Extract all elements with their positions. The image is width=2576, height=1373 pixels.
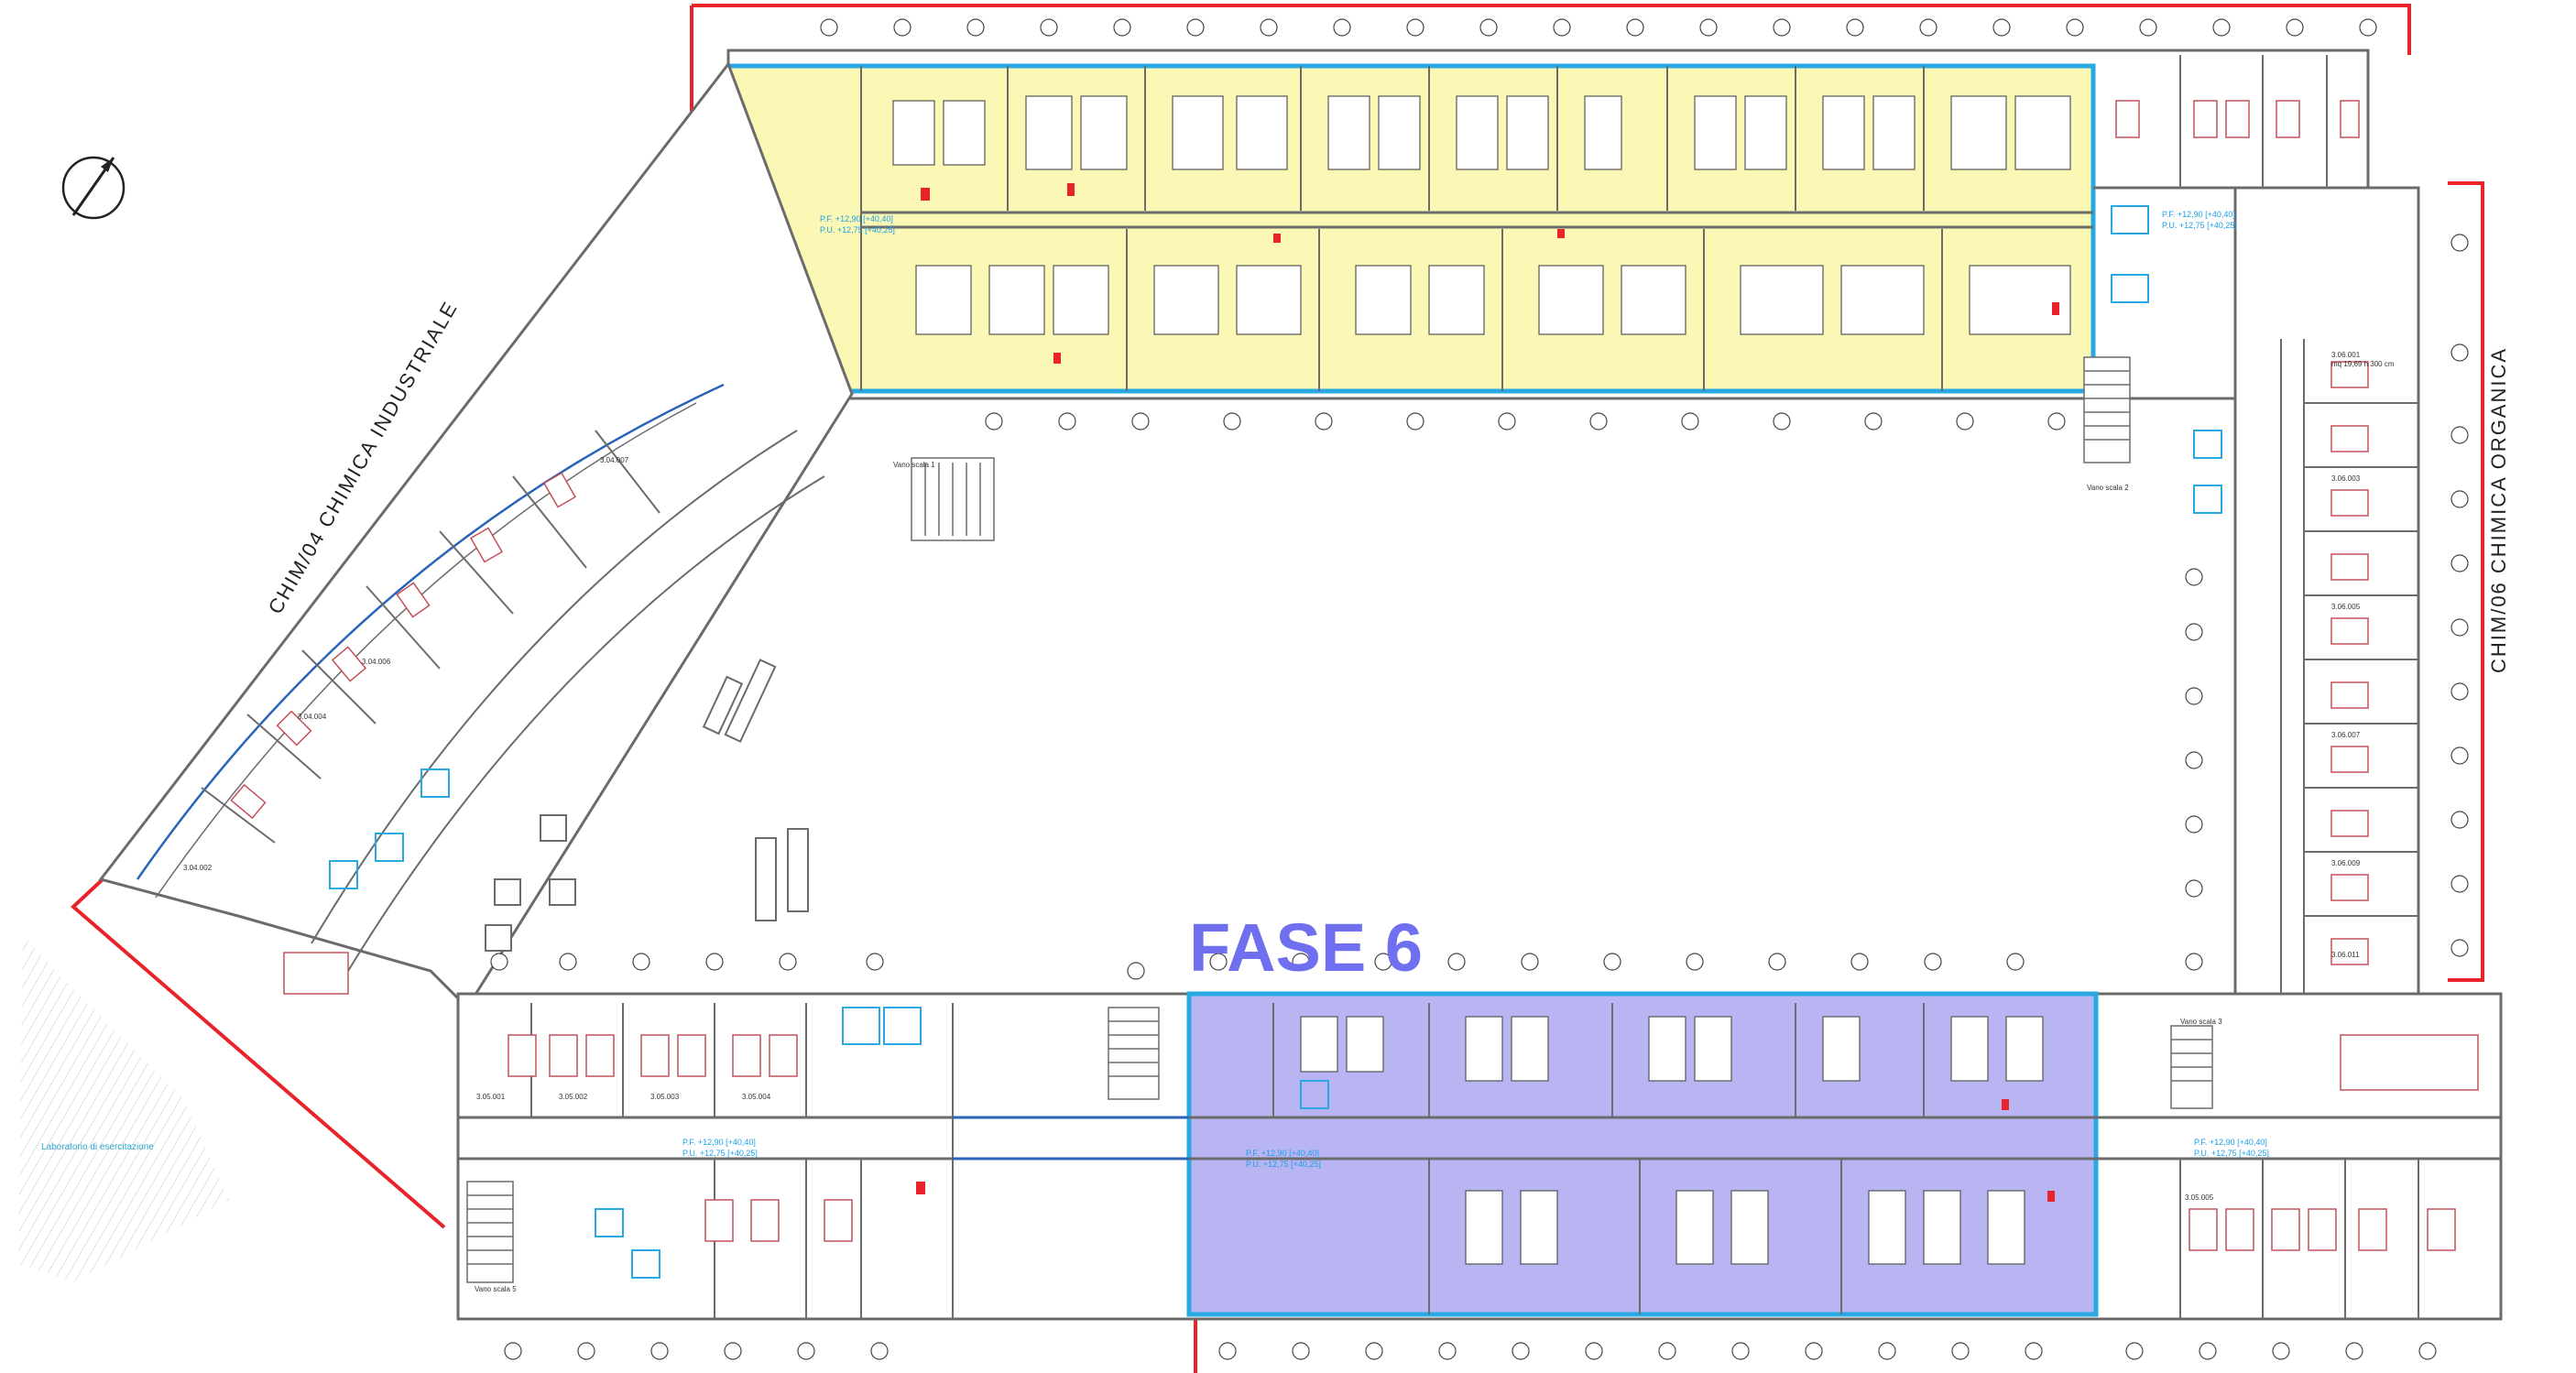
red-boundary-top (692, 4, 2411, 55)
dept-label-right: CHIM/06 CHIMICA ORGANICA (2487, 347, 2510, 673)
stair-1-label: Vano scala 1 (893, 461, 935, 469)
pf-bottom-fase: P.F. +12,90 [+40,40] (1246, 1149, 1319, 1158)
room-label: 3.05.004 (742, 1093, 771, 1101)
pu-top-left: P.U. +12,75 [+40,25] (820, 225, 895, 234)
stair-2-label: Vano scala 2 (2087, 484, 2129, 492)
room-area: mq 19,69 h 300 cm (2331, 360, 2395, 368)
stair-3-label: Vano scala 3 (2180, 1018, 2222, 1026)
red-boundary-right (2448, 181, 2484, 982)
pf-mid-left: P.F. +12,90 [+40,40] (682, 1138, 756, 1147)
fase-label: FASE 6 (1189, 910, 1423, 986)
pf-top-right: P.F. +12,90 [+40,40] (2162, 210, 2235, 219)
room-label: 3.06.009 (2331, 859, 2361, 867)
pu-mid-left: P.U. +12,75 [+40,25] (682, 1149, 758, 1158)
room-label: 3.06.007 (2331, 731, 2361, 739)
bottom-wing (456, 991, 2503, 1321)
top-wing (726, 49, 2401, 400)
pu-bottom-right: P.U. +12,75 [+40,25] (2194, 1149, 2269, 1158)
room-label: 3.04.004 (298, 713, 327, 721)
room-label: 3.06.001 (2331, 351, 2361, 359)
room-label: 3.04.007 (600, 456, 629, 464)
room-label: 3.06.011 (2331, 951, 2360, 959)
axis-markers-top (490, 18, 2469, 1360)
room-label: 3.05.003 (650, 1093, 680, 1101)
pf-top-left: P.F. +12,90 [+40,40] (820, 214, 893, 223)
room-label: 3.06.003 (2331, 474, 2361, 483)
stair-5-label: Vano scala 5 (475, 1285, 517, 1293)
left-wing (98, 60, 995, 1010)
pu-bottom-fase: P.U. +12,75 [+40,25] (1246, 1160, 1321, 1169)
green-note: Laboratorio di esercitazione (41, 1142, 154, 1152)
room-label: 3.05.002 (559, 1093, 588, 1101)
terrain-hatch (18, 934, 229, 1282)
room-label: 3.04.006 (362, 658, 391, 666)
pf-bottom-right: P.F. +12,90 [+40,40] (2194, 1138, 2267, 1147)
north-arrow-icon (61, 156, 126, 220)
room-label: 3.05.005 (2185, 1193, 2214, 1202)
room-label: 3.04.002 (183, 864, 213, 872)
pu-top-right: P.U. +12,75 [+40,25] (2162, 221, 2237, 230)
room-label: 3.06.005 (2331, 603, 2361, 611)
room-label: 3.05.001 (476, 1093, 506, 1101)
right-wing (2083, 186, 2420, 1000)
